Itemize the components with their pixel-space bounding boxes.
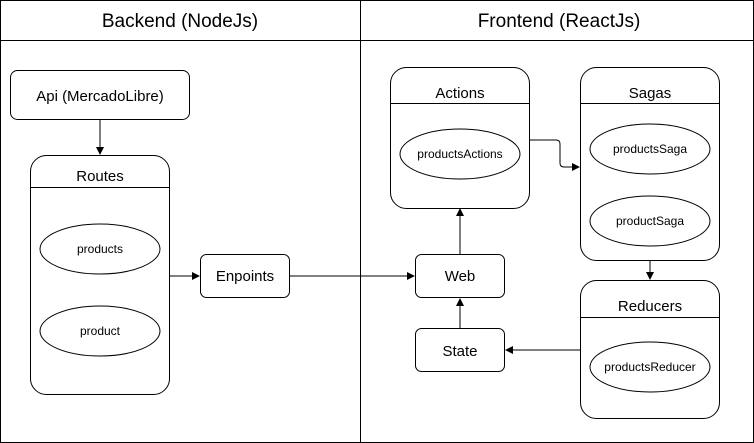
api-label: Api (MercadoLibre) [36, 88, 164, 105]
sagas-title: Sagas [629, 85, 672, 102]
routes-title: Routes [76, 168, 124, 185]
routes-item-product [39, 305, 161, 357]
state-label: State [442, 343, 477, 360]
reducers-item-productsreducer-label: productsReducer [604, 360, 695, 374]
sagas-item-productssaga [589, 123, 711, 175]
enpoints-box [200, 254, 290, 298]
actions-item-productsactions [399, 128, 521, 180]
web-label: Web [445, 268, 476, 285]
enpoints-label: Enpoints [216, 268, 274, 285]
reducers-title: Reducers [618, 298, 682, 315]
reducers-item-productsreducer [589, 341, 711, 393]
lane-title-backend: Backend (NodeJs) [102, 11, 258, 32]
routes-item-products-label: products [77, 242, 123, 256]
sagas-item-productsaga [589, 195, 711, 247]
sagas-item-productsaga-label: productSaga [616, 214, 684, 228]
actions-item-productsactions-label: productsActions [417, 147, 502, 161]
actions-title: Actions [435, 85, 484, 102]
state-box [415, 328, 505, 372]
api-box [10, 70, 190, 120]
routes-container [30, 155, 170, 395]
lane-title-frontend: Frontend (ReactJs) [478, 11, 641, 32]
web-box [415, 254, 505, 298]
arrow-actions-to-sagas [530, 139, 580, 171]
sagas-item-productssaga-label: productsSaga [613, 142, 687, 156]
routes-item-products [39, 223, 161, 275]
routes-item-product-label: product [80, 324, 121, 338]
